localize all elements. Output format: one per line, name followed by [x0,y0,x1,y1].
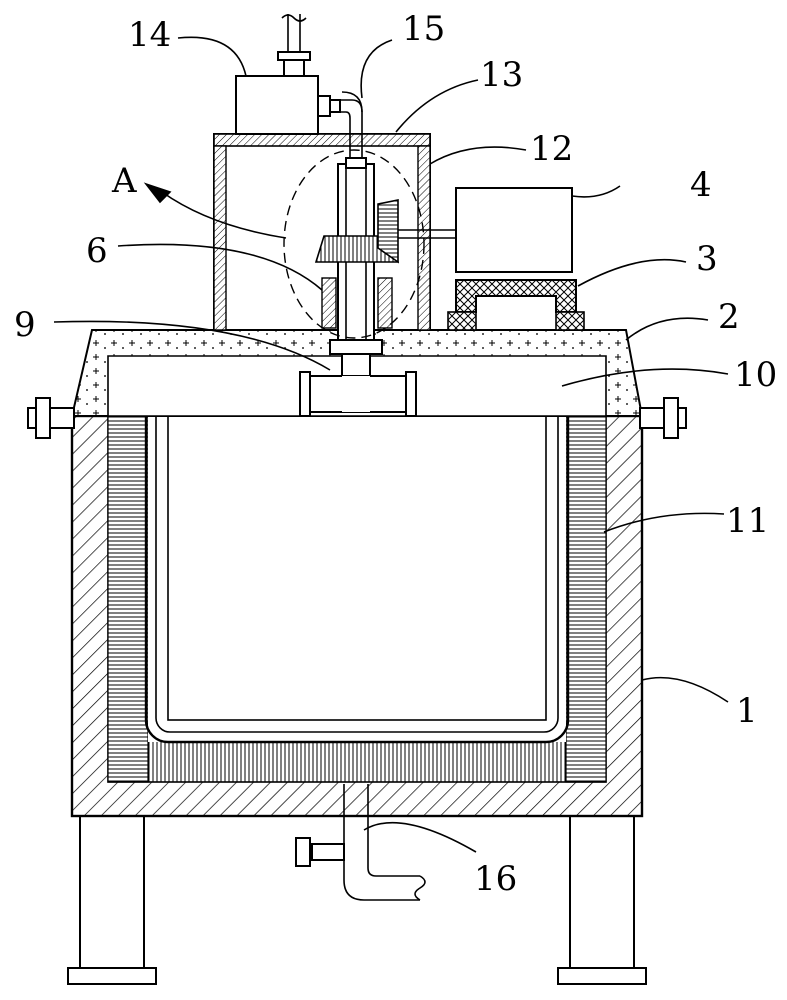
label-15: 15 [402,9,445,49]
label-3: 3 [696,239,718,279]
label-16: 16 [474,859,517,899]
label-4: 4 [690,165,712,205]
motor [447,187,585,331]
label-14: 14 [128,15,171,55]
top-unit [235,14,341,135]
label-12: 12 [530,129,573,169]
label-A: A [111,161,137,201]
label-9: 9 [14,305,36,345]
label-13: 13 [480,55,523,95]
part-labels: 14 15 13 12 4 3 2 10 11 1 16 6 9 A [14,9,777,899]
label-1: 1 [736,691,758,731]
tank-body [70,414,644,818]
label-10: 10 [734,355,777,395]
detail-circle [283,149,425,339]
drain-pipe [295,784,426,901]
label-11: 11 [726,501,769,541]
inlet-pipe [340,91,363,164]
label-2: 2 [718,297,740,337]
label-6: 6 [86,231,108,271]
leader-lines [53,36,729,853]
central-shaft [299,157,456,417]
